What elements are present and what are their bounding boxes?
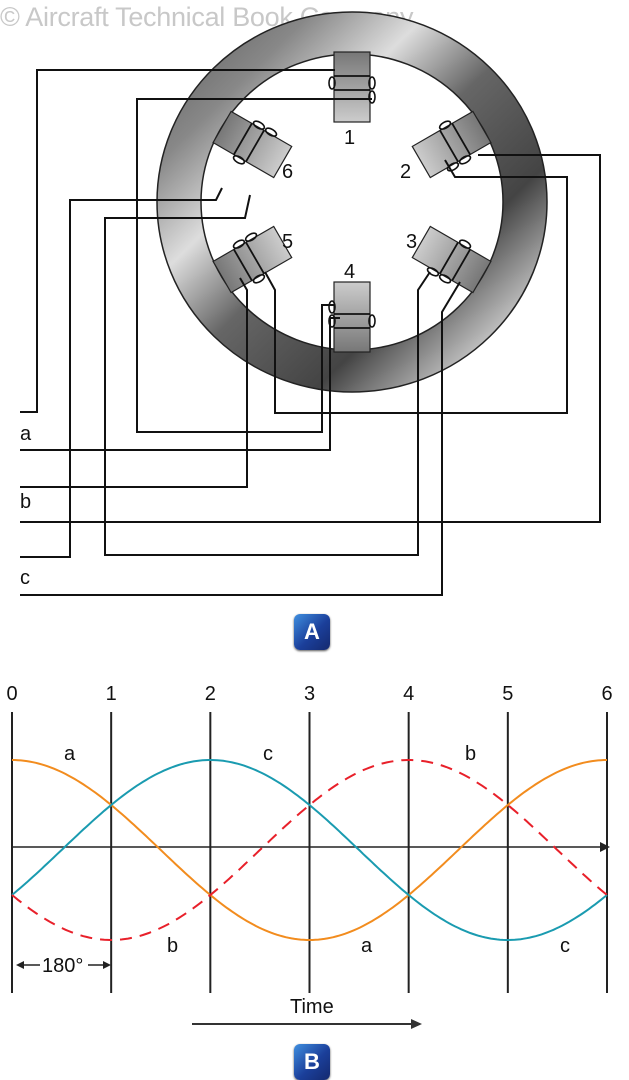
pole-1: [328, 51, 376, 123]
coil-icon: [438, 120, 472, 172]
wire-pole6-pole3: [104, 194, 431, 556]
pole-label-4: 4: [344, 261, 355, 283]
x-tick-label: 0: [6, 683, 17, 705]
x-tick-label: 1: [106, 683, 117, 705]
lower-label-c: c: [560, 935, 570, 957]
x-tick-label: 6: [601, 683, 612, 705]
x-tick-label: 4: [403, 683, 414, 705]
lower-label-b: b: [167, 935, 178, 957]
coil-icon: [232, 232, 266, 284]
wire-pole1-a: [20, 69, 335, 413]
wire-pole5-pole2: [264, 159, 568, 414]
x-tick-label: 5: [502, 683, 513, 705]
pole-label-3: 3: [406, 231, 417, 253]
wire-pole6-c: [20, 187, 223, 558]
time-arrowhead: [411, 1019, 422, 1029]
pole-6: [212, 110, 293, 179]
x-axis-arrowhead: [600, 842, 610, 852]
coil-icon: [232, 120, 278, 165]
pole-3: [411, 225, 492, 294]
stator-ring: [156, 11, 548, 393]
pole-2: [411, 110, 492, 179]
wire-pole3-c-return: [20, 281, 461, 596]
time-label: Time: [290, 996, 334, 1018]
lead-label-c: c: [20, 567, 30, 589]
badge-b: B: [294, 1044, 330, 1080]
wire-pole1-pole4: [136, 98, 372, 433]
pole-label-5: 5: [282, 231, 293, 253]
pole-5: [212, 225, 293, 294]
wire-pole2-b-return: [20, 154, 601, 523]
coil-icon: [328, 75, 376, 104]
pole-label-6: 6: [282, 161, 293, 183]
wave-b: [11, 759, 608, 941]
stator-diagram: 1 2 3 4 5 6 a b c: [20, 11, 601, 596]
x-tick-label: 3: [304, 683, 315, 705]
badge-a: A: [294, 614, 330, 650]
upper-label-c: c: [263, 743, 273, 765]
span-arrowhead-left: [16, 961, 24, 969]
waveform-chart: 0 1 2 3 4 5 6 a c b b a c 180° Time: [6, 683, 613, 1029]
span-label: 180°: [42, 955, 83, 977]
wire-pole5-b: [20, 277, 248, 488]
coil-icon: [426, 239, 472, 284]
lead-label-a: a: [20, 423, 32, 445]
lead-label-b: b: [20, 491, 31, 513]
pole-label-1: 1: [344, 127, 355, 149]
lower-label-a: a: [361, 935, 373, 957]
x-tick-label: 2: [205, 683, 216, 705]
wave-c: [11, 759, 608, 941]
upper-label-a: a: [64, 743, 76, 765]
span-arrowhead-right: [103, 961, 111, 969]
upper-label-b: b: [465, 743, 476, 765]
pole-label-2: 2: [400, 161, 411, 183]
wire-pole4-a-return: [20, 317, 340, 451]
